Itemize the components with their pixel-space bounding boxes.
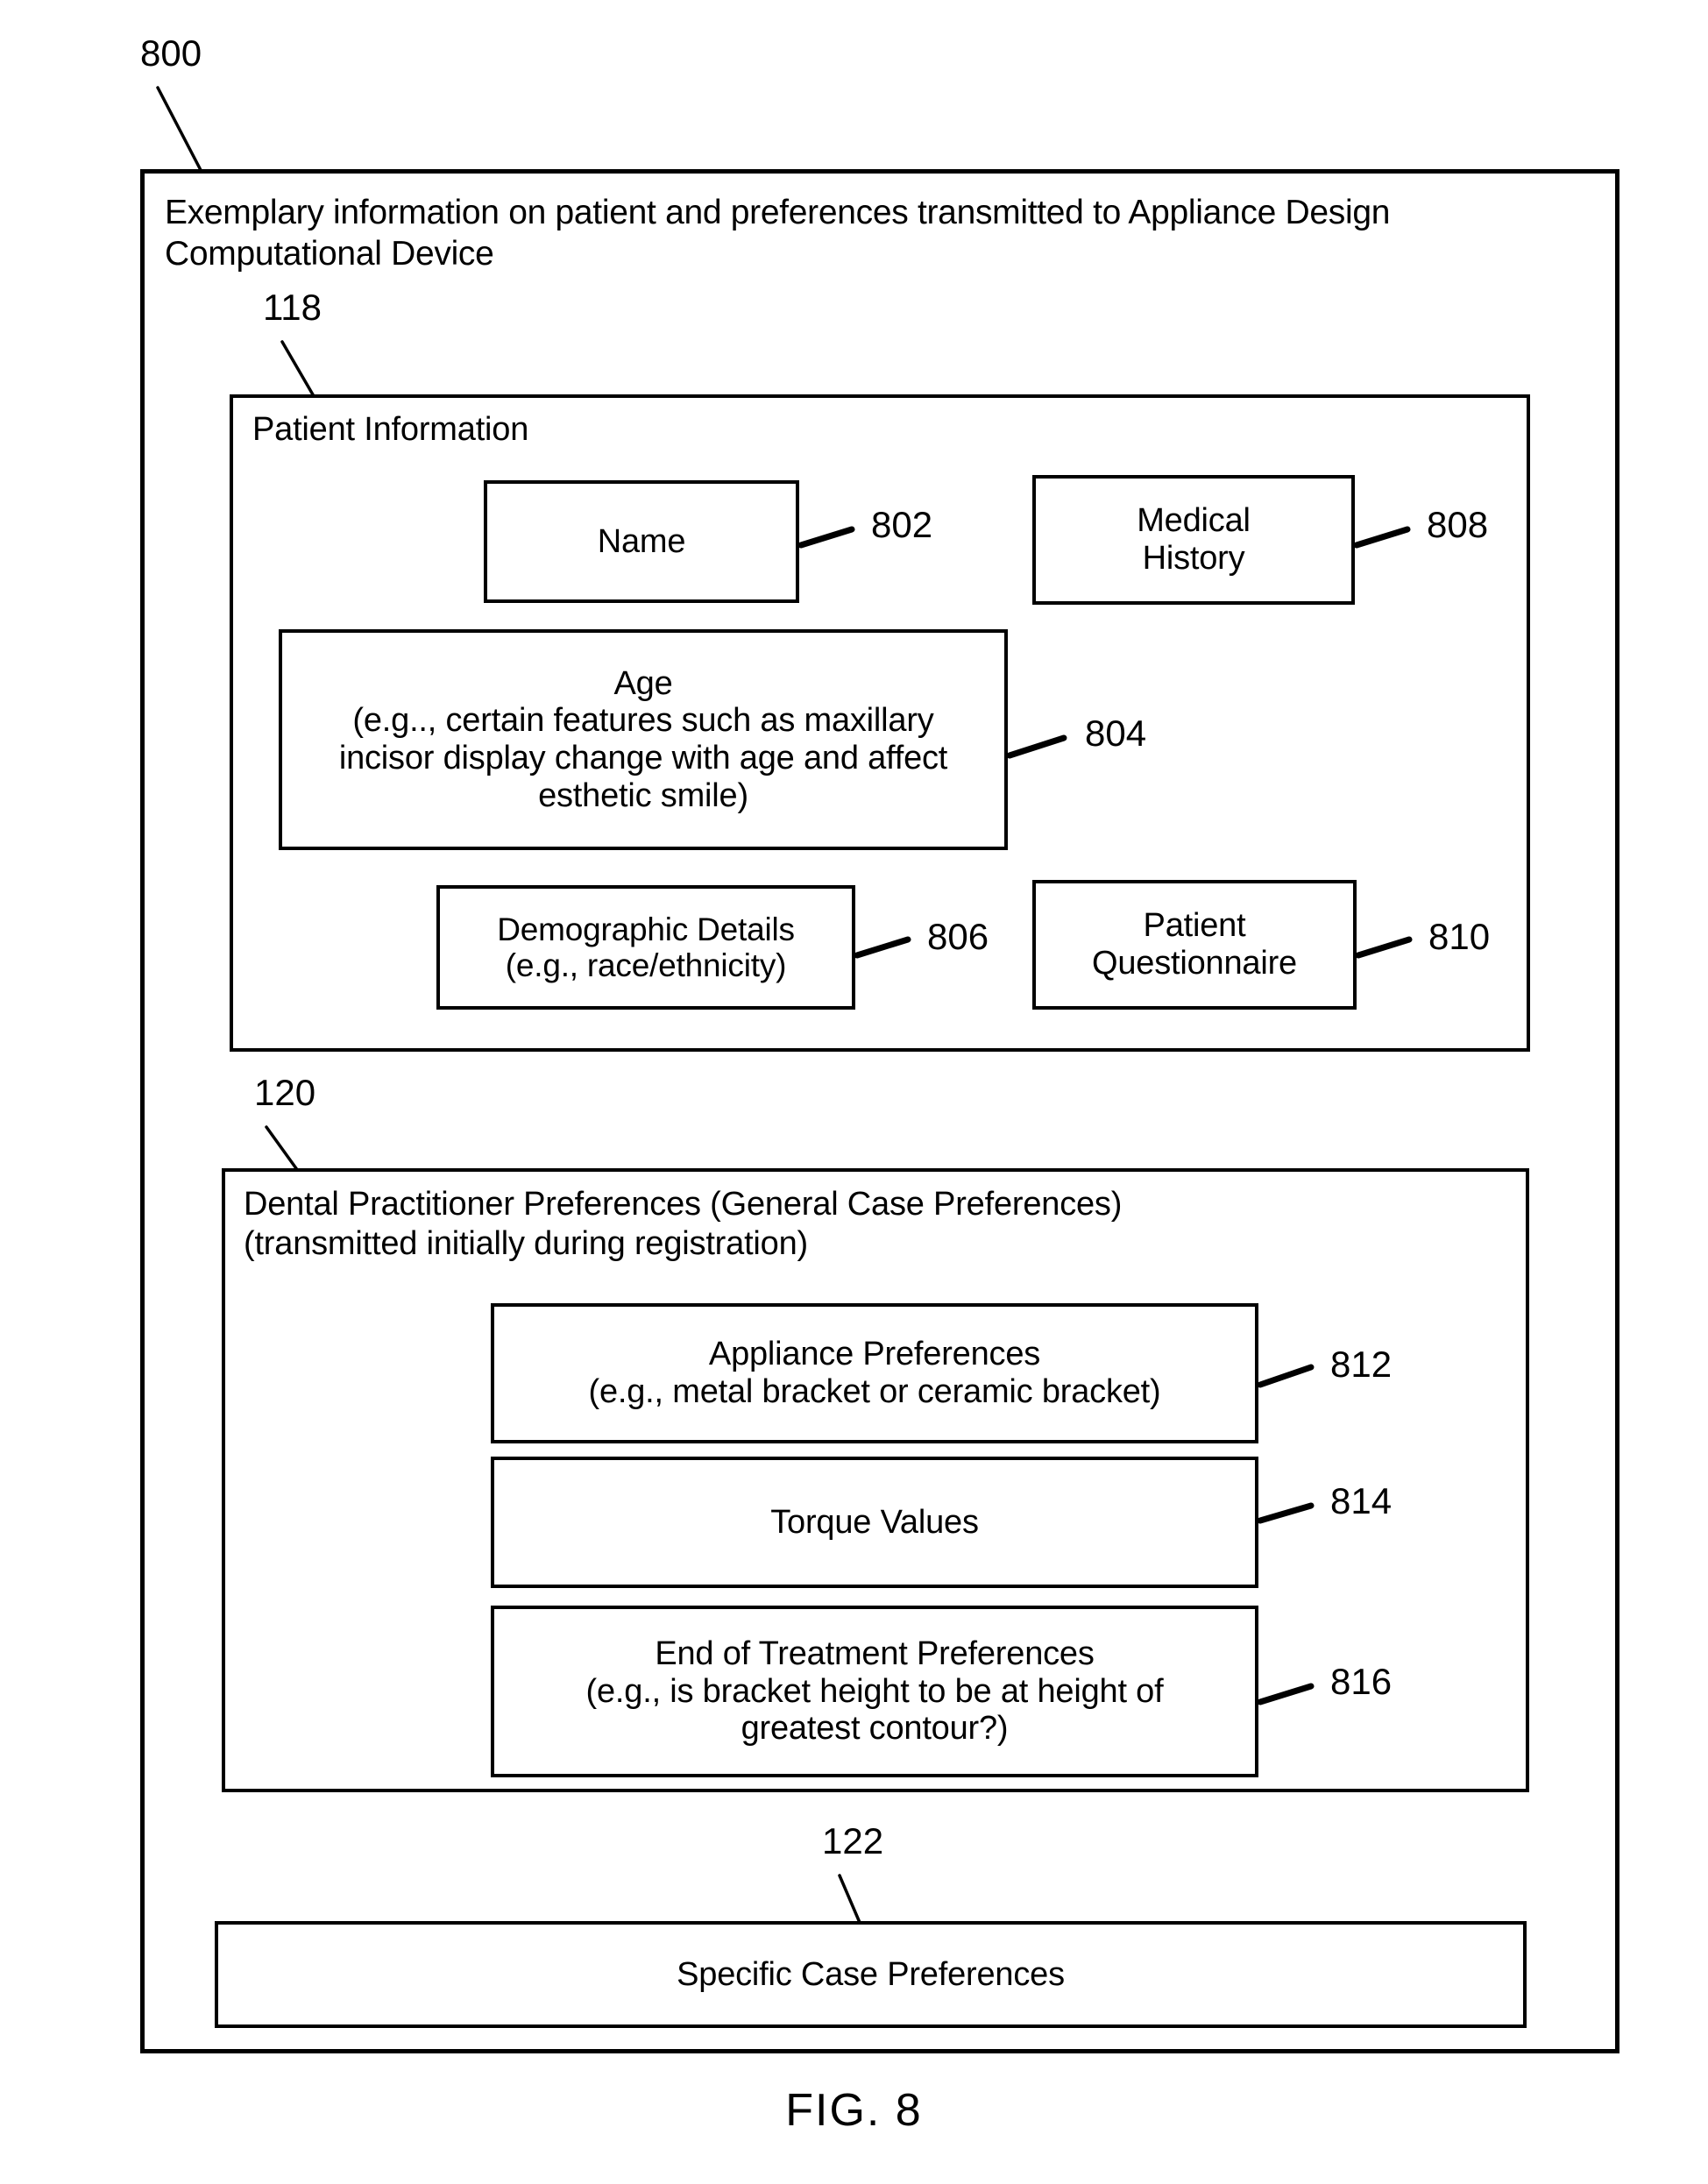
node-age[interactable]: Age (e.g.., certain features such as max… (279, 629, 1008, 850)
figure-caption: FIG. 8 (785, 2085, 923, 2136)
ref-numeral-802: 802 (871, 504, 933, 545)
ref-numeral-810: 810 (1428, 916, 1491, 957)
ref-numeral-816: 816 (1330, 1661, 1393, 1702)
ref-numeral-800: 800 (140, 32, 202, 74)
ref-numeral-806: 806 (927, 916, 989, 957)
node-demographic-details-label: Demographic Details (e.g., race/ethnicit… (497, 911, 795, 983)
node-name-label: Name (597, 522, 686, 560)
ref-numeral-804: 804 (1085, 713, 1147, 754)
node-appliance-preferences[interactable]: Appliance Preferences (e.g., metal brack… (491, 1303, 1258, 1443)
ref-numeral-808: 808 (1427, 504, 1489, 545)
node-patient-questionnaire-label: Patient Questionnaire (1092, 907, 1297, 982)
node-medical-history-label: Medical History (1137, 502, 1251, 577)
ref-numeral-118: 118 (263, 287, 322, 328)
dental-practitioner-preferences-heading: Dental Practitioner Preferences (General… (244, 1186, 1123, 1262)
node-age-label: Age (e.g.., certain features such as max… (338, 664, 948, 814)
node-specific-case-preferences[interactable]: Specific Case Preferences (215, 1921, 1527, 2028)
node-torque-values[interactable]: Torque Values (491, 1457, 1258, 1588)
node-end-of-treatment-preferences-label: End of Treatment Preferences (e.g., is b… (585, 1635, 1164, 1748)
node-demographic-details[interactable]: Demographic Details (e.g., race/ethnicit… (436, 885, 855, 1010)
node-name[interactable]: Name (484, 480, 799, 603)
node-patient-questionnaire[interactable]: Patient Questionnaire (1032, 880, 1357, 1010)
node-specific-case-preferences-label: Specific Case Preferences (677, 1955, 1065, 1993)
node-appliance-preferences-label: Appliance Preferences (e.g., metal brack… (588, 1336, 1161, 1410)
ref-numeral-814: 814 (1330, 1480, 1393, 1521)
ref-numeral-120: 120 (254, 1072, 316, 1113)
figure-title: Exemplary information on patient and pre… (165, 194, 1391, 273)
node-end-of-treatment-preferences[interactable]: End of Treatment Preferences (e.g., is b… (491, 1606, 1258, 1777)
node-medical-history[interactable]: Medical History (1032, 475, 1355, 605)
ref-numeral-812: 812 (1330, 1344, 1393, 1385)
node-torque-values-label: Torque Values (770, 1503, 979, 1541)
patient-information-heading: Patient Information (252, 411, 529, 448)
ref-numeral-122: 122 (822, 1820, 884, 1861)
